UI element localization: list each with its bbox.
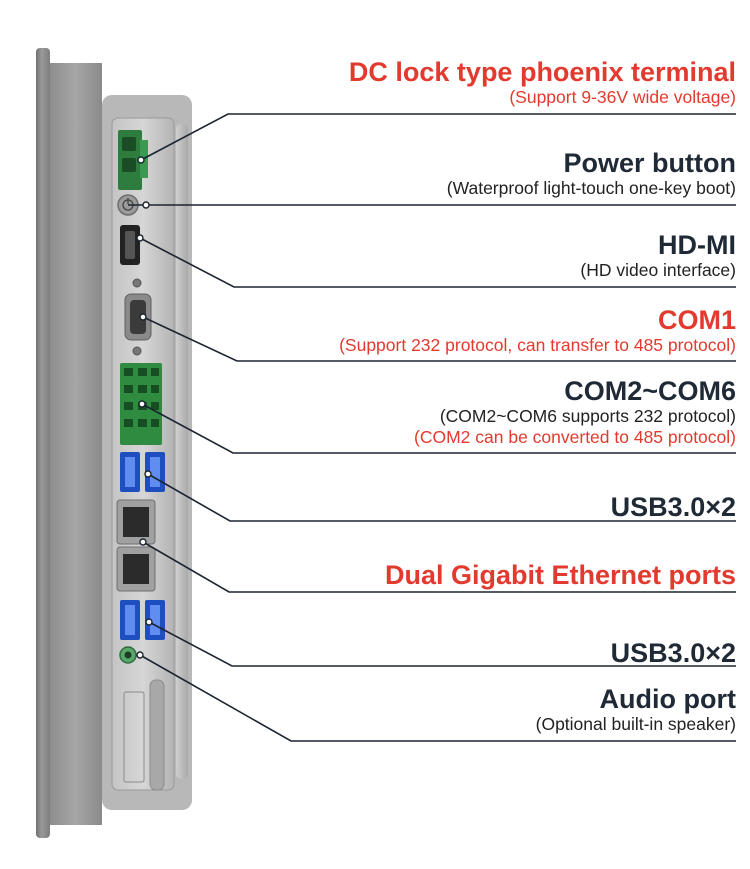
label-com1: COM1 (Support 232 protocol, can transfer… xyxy=(339,305,736,356)
label-note: (Waterproof light-touch one-key boot) xyxy=(446,178,736,198)
ethernet-ports xyxy=(116,499,156,592)
label-usb-1: USB3.0×2 xyxy=(611,492,736,522)
label-note: (Support 9-36V wide voltage) xyxy=(509,87,736,107)
leader-usb-2 xyxy=(148,621,736,667)
leader-dc-terminal xyxy=(140,113,736,161)
label-title: COM2~COM6 xyxy=(564,376,736,406)
label-title: DC lock type phoenix terminal xyxy=(348,57,736,87)
side-rail xyxy=(176,124,188,779)
label-note: (COM2~COM6 supports 232 protocol) xyxy=(439,406,736,426)
chassis xyxy=(36,48,192,838)
audio-jack xyxy=(119,646,137,664)
label-title: USB3.0×2 xyxy=(610,492,736,522)
label-title: USB3.0×2 xyxy=(610,638,736,668)
label-title: Dual Gigabit Ethernet ports xyxy=(384,560,736,590)
label-title: Audio port xyxy=(599,684,736,714)
leader-lines xyxy=(128,113,736,742)
hdmi-port xyxy=(120,225,140,265)
front-bezel xyxy=(36,48,50,838)
label-dc-terminal: DC lock type phoenix terminal (Support 9… xyxy=(349,57,736,108)
label-title: Power button xyxy=(563,148,736,178)
com1-db9-port xyxy=(124,278,152,356)
label-usb-2: USB3.0×2 xyxy=(611,638,736,668)
label-note: (HD video interface) xyxy=(580,260,736,280)
panel-body xyxy=(50,63,102,825)
leader-ethernet xyxy=(142,541,736,593)
label-hdmi: HD-MI (HD video interface) xyxy=(580,230,736,281)
usb3-ports-upper xyxy=(120,452,165,492)
usb3-ports-lower xyxy=(120,600,165,640)
label-note: (Optional built-in speaker) xyxy=(535,714,736,734)
leader-com2-com6 xyxy=(141,403,736,454)
label-power-button: Power button (Waterproof light-touch one… xyxy=(447,148,736,199)
label-title: COM1 xyxy=(657,305,736,335)
label-note: (Support 232 protocol, can transfer to 4… xyxy=(339,335,736,355)
leader-audio xyxy=(139,654,736,742)
label-note-red: (COM2 can be converted to 485 protocol) xyxy=(414,427,736,447)
leader-com1 xyxy=(142,316,736,362)
leader-usb-1 xyxy=(147,473,736,522)
label-com2-com6: COM2~COM6 (COM2~COM6 supports 232 protoc… xyxy=(414,376,736,448)
leader-dots xyxy=(136,156,153,659)
label-audio: Audio port (Optional built-in speaker) xyxy=(536,684,736,735)
bottom-slot-detail xyxy=(123,679,165,791)
label-ethernet: Dual Gigabit Ethernet ports xyxy=(385,560,736,590)
label-title: HD-MI xyxy=(658,230,736,260)
leader-hdmi xyxy=(139,237,736,288)
